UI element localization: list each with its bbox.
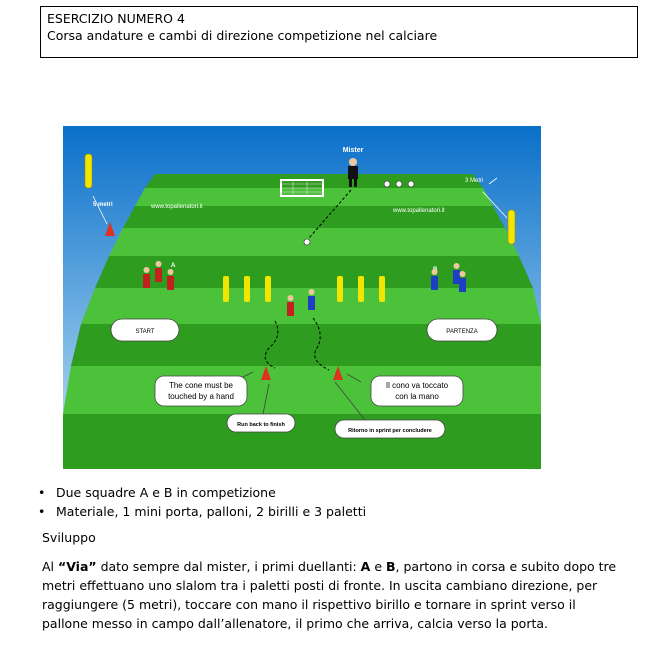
ritorno-callout: Ritorno in sprint per concludere [334, 381, 446, 439]
exercise-subtitle: Corsa andature e cambi di direzione comp… [47, 28, 438, 43]
section-title: Sviluppo [42, 530, 96, 545]
description-paragraph: Al “Via” dato sempre dal mister, i primi… [42, 557, 617, 633]
desc-via: “Via” [58, 559, 97, 574]
right-side-pole [507, 209, 516, 245]
five-meters-label: 5 metri [93, 202, 113, 208]
bullet-teams: Due squadre A e B in competizione [30, 483, 366, 502]
run-back-callout: Run back to finish [226, 383, 296, 433]
three-meter-line-2 [482, 191, 508, 219]
three-meter-line [488, 177, 498, 185]
five-meter-line [92, 195, 108, 225]
exercise-header: ESERCIZIO NUMERO 4 Corsa andature e camb… [40, 6, 638, 58]
cone-note-en-line1: The cone must be [169, 381, 234, 390]
mini-goal [280, 179, 324, 197]
left-cone [105, 222, 115, 236]
ball-group [303, 180, 415, 246]
exercise-title: ESERCIZIO NUMERO 4 [47, 11, 185, 26]
start-callout: START [110, 318, 180, 342]
cone-b [333, 366, 343, 380]
pitch [63, 174, 541, 469]
start-label: START [135, 329, 154, 335]
cone-note-it-line2: con la mano [395, 392, 439, 401]
pass-arrow [308, 189, 352, 239]
desc-team-b: B [386, 559, 396, 574]
run-back-label: Run back to finish [237, 422, 285, 428]
materials-list: Due squadre A e B in competizione Materi… [30, 483, 366, 521]
ritorno-label: Ritorno in sprint per concludere [348, 428, 432, 434]
drill-diagram: Mister www.topallenatori.it www.topallen… [63, 126, 541, 469]
cone-note-en: The cone must be touched by a hand [154, 371, 254, 407]
cone-note-it: Il cono va toccato con la mano [346, 373, 464, 407]
slalom-poles-right [337, 276, 385, 302]
team-a-players [143, 261, 174, 290]
slalom-path-a [264, 320, 279, 369]
bullet-materials: Materiale, 1 mini porta, palloni, 2 biri… [30, 502, 366, 521]
partenza-callout: PARTENZA [426, 318, 498, 342]
cone-a [261, 366, 271, 380]
partenza-label: PARTENZA [446, 329, 477, 335]
coach [348, 158, 358, 187]
drill-diagram-svg: Mister www.topallenatori.it www.topallen… [63, 126, 541, 469]
desc-and: e [370, 559, 386, 574]
desc-part2: , partono in corsa e subito dopo tre met… [42, 559, 617, 631]
slalom-poles-left [223, 276, 271, 302]
desc-intro: Al [42, 559, 58, 574]
cone-note-it-line1: Il cono va toccato [386, 381, 449, 390]
watermark-right: www.topallenatori.it [392, 208, 445, 214]
team-b-players [431, 263, 466, 292]
three-meters-label: 3 Metri [465, 178, 483, 184]
slalom-path-b [312, 317, 330, 371]
cone-note-en-line2: touched by a hand [168, 392, 234, 401]
desc-part1: dato sempre dal mister, i primi duellant… [96, 559, 361, 574]
running-player-a [287, 295, 294, 316]
watermark-left: www.topallenatori.it [150, 204, 203, 210]
mister-label: Mister [343, 147, 364, 154]
team-a-label: A [171, 263, 176, 269]
desc-team-a: A [360, 559, 371, 574]
left-side-pole [84, 153, 93, 189]
running-player-b [308, 289, 315, 310]
